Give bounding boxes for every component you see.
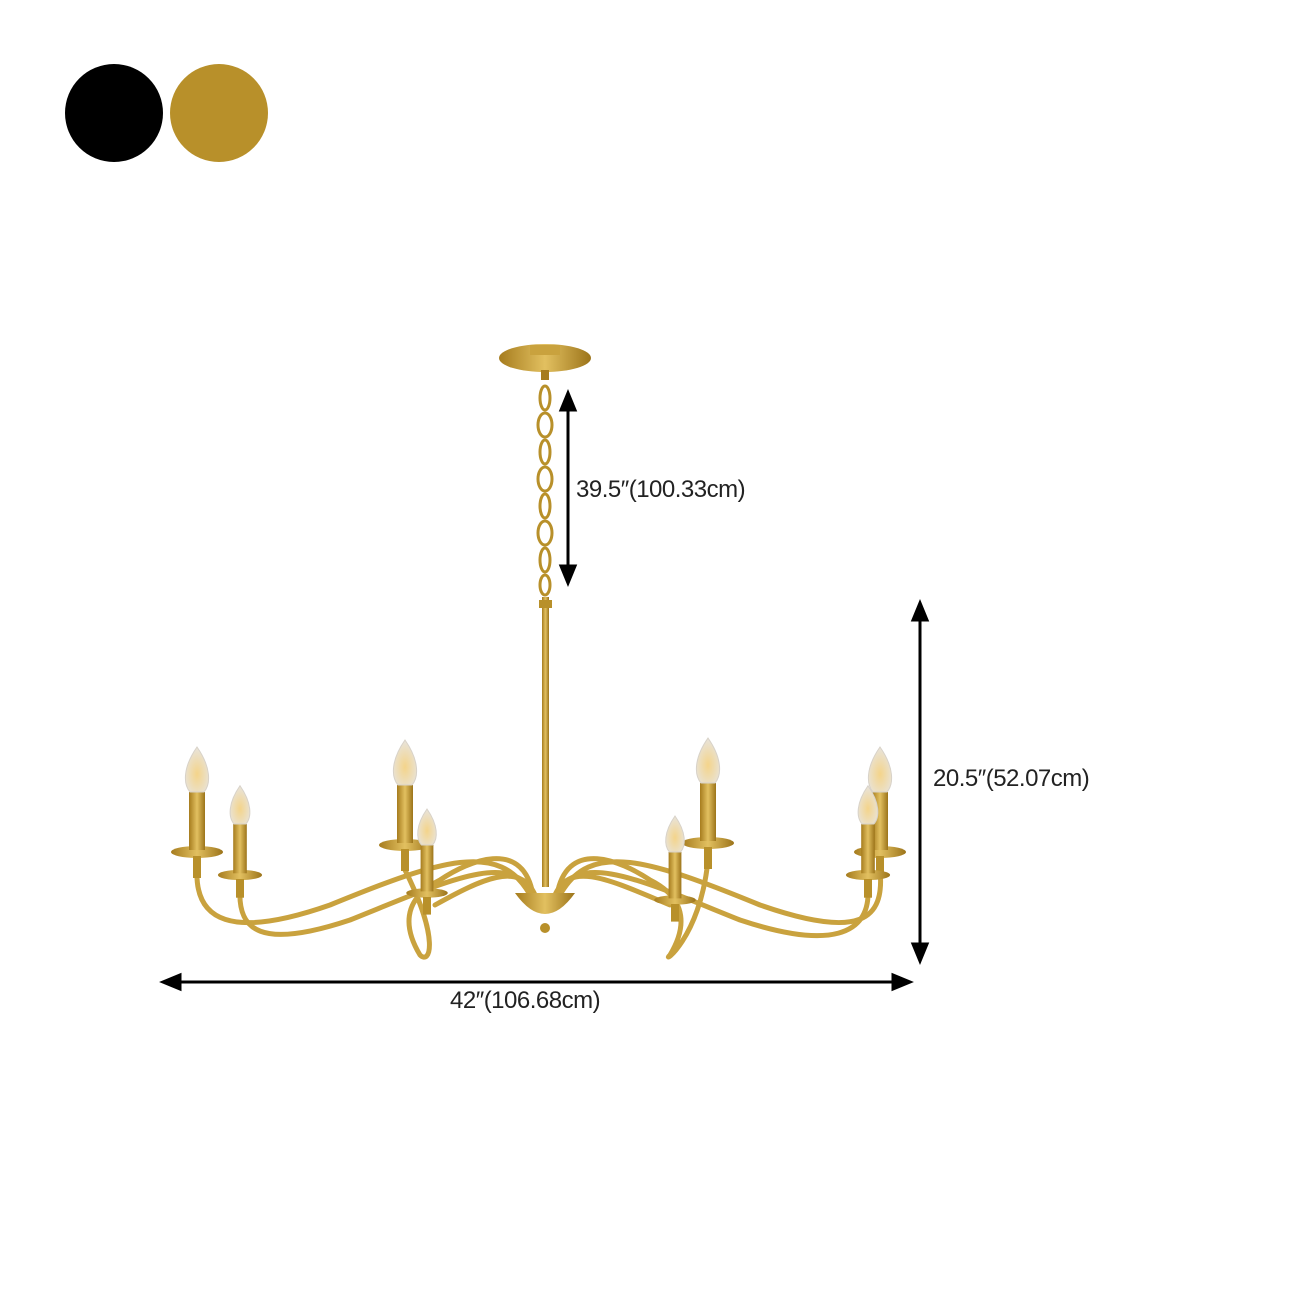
- bulb-icon: [417, 808, 437, 846]
- chain: [536, 384, 554, 597]
- arms: [194, 856, 884, 960]
- arrow-right-icon: [891, 972, 914, 992]
- bulb-icon: [857, 784, 879, 825]
- bulb-icon: [392, 739, 418, 786]
- candle-light: [379, 739, 431, 871]
- arrow-left-icon: [159, 972, 182, 992]
- bulb-icon: [867, 746, 893, 793]
- bulb-icon: [695, 737, 721, 784]
- downrod: [539, 597, 552, 887]
- arrow-up-icon: [558, 389, 578, 412]
- arrow-down-icon: [558, 564, 578, 587]
- candle-light: [682, 737, 734, 869]
- width-label: 42″(106.68cm): [450, 987, 601, 1014]
- bulb-icon: [229, 784, 251, 825]
- chain-length-label: 39.5″(100.33cm): [576, 476, 746, 503]
- color-swatch-black[interactable]: [65, 64, 163, 162]
- candle-light: [654, 815, 696, 922]
- bulb-icon: [184, 746, 210, 793]
- arrow-up-icon: [910, 599, 930, 622]
- candles: [171, 737, 906, 922]
- candle-light: [217, 784, 263, 898]
- candle-light: [171, 746, 223, 878]
- candle-light: [406, 808, 448, 915]
- canopy: [499, 344, 591, 380]
- height-label: 20.5″(52.07cm): [933, 765, 1090, 792]
- bulb-icon: [665, 815, 685, 853]
- candle-light: [845, 784, 891, 898]
- arrow-down-icon: [910, 942, 930, 965]
- center-bowl: [515, 893, 575, 933]
- color-swatch-gold[interactable]: [170, 64, 268, 162]
